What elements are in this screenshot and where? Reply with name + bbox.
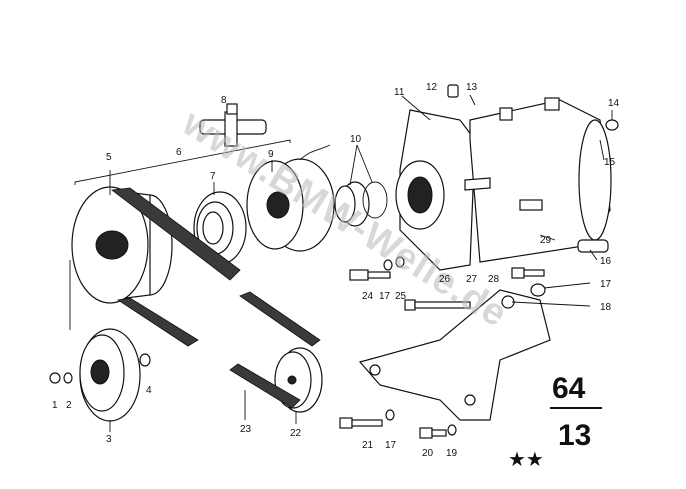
callout-8: 8 [221,95,227,106]
small-parts [447,84,619,253]
callout-28: 28 [488,274,500,285]
callout-17c: 17 [385,440,397,451]
callout-6: 6 [176,147,182,158]
callout-16: 16 [600,256,612,267]
bearing-7 [193,191,247,265]
callout-21: 21 [362,440,374,451]
callout-2: 2 [66,400,72,411]
callout-22: 22 [290,428,302,439]
compressor-housing [395,97,612,271]
callout-23: 23 [240,424,252,435]
group-code: 64 13 [550,372,602,452]
callout-25: 25 [395,291,407,302]
group-code-bottom: 13 [558,419,591,452]
callout-1: 1 [52,400,58,411]
group-code-top: 64 [552,372,586,405]
callout-14: 14 [608,98,620,109]
callout-10: 10 [350,134,362,145]
callout-15: 15 [604,157,616,168]
stars-mark: ★★ [508,449,544,471]
callout-12: 12 [426,82,438,93]
callout-3: 3 [106,434,112,445]
callout-11: 11 [394,87,405,98]
callout-27: 27 [466,274,478,285]
callout-19: 19 [446,448,458,459]
callout-9: 9 [268,149,274,160]
callout-24: 24 [362,291,374,302]
bracket-18 [358,289,551,421]
pulley-22 [274,347,323,413]
callout-17a: 17 [379,291,391,302]
callout-17b: 17 [600,279,612,290]
callout-29: 29 [540,235,552,246]
callout-5: 5 [106,152,112,163]
callout-numbers: 1 2 3 4 5 6 7 8 9 10 11 12 13 14 15 16 1… [52,82,620,459]
leader-lines [69,95,613,432]
bolts [339,256,546,439]
callout-20: 20 [422,448,434,459]
fitting-8 [199,103,267,147]
coil-9 [246,144,335,252]
belts [110,187,321,409]
pulley-5 [71,186,173,304]
callout-26: 26 [439,274,451,285]
seal-10 [334,181,388,227]
callout-4: 4 [146,385,152,396]
callout-7: 7 [210,171,216,182]
crank-pulley-3 [49,328,151,422]
callout-18: 18 [600,302,612,313]
callout-13: 13 [466,82,478,93]
